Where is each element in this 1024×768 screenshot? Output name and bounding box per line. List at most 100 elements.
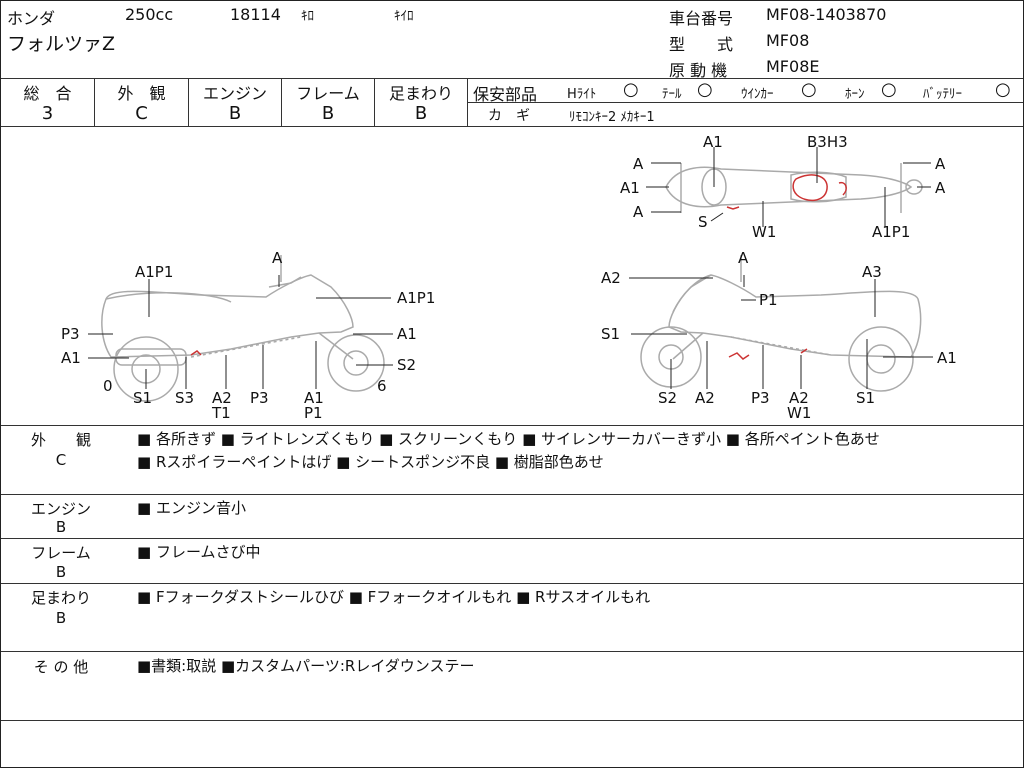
safety-item-battery: ﾊﾞｯﾃﾘｰ — [923, 87, 962, 102]
grade-exterior-value: C — [135, 103, 148, 124]
key-value: ﾘﾓｺﾝｷｰ2 ﾒｶｷｰ1 — [569, 110, 655, 125]
right-label-s2: S2 — [658, 389, 677, 407]
section-exterior-notes: ■ 各所きず ■ ライトレンズくもり ■ スクリーンくもり ■ サイレンサーカバ… — [137, 428, 880, 474]
top-label-w1: W1 — [752, 223, 776, 241]
frame-no: MF08-1403870 — [766, 5, 887, 24]
section-engine-notes: ■ エンジン音小 — [137, 497, 246, 520]
left-label-p1: P1 — [304, 404, 323, 422]
grade-frame-value: B — [321, 103, 335, 124]
safety-item-horn-status: ○ — [881, 79, 897, 100]
left-label-p3-floor: P3 — [250, 389, 269, 407]
right-label-p3: P3 — [751, 389, 770, 407]
top-label-s: S — [698, 213, 708, 231]
top-label-a-3: A — [935, 155, 946, 173]
right-label-a2-bottom: A2 — [695, 389, 715, 407]
grade-engine-value: B — [228, 103, 242, 124]
key-label: カ ギ — [488, 108, 530, 124]
left-label-s3: S3 — [175, 389, 194, 407]
mileage-type: ｷｲﾛ — [394, 9, 414, 24]
model-name: フォルツァZ — [7, 33, 116, 55]
top-label-a-4: A — [935, 179, 946, 197]
left-label-a1-bottom: A1 — [304, 389, 324, 407]
right-label-a3: A3 — [862, 263, 882, 281]
engine-label: 原 動 機 — [669, 61, 728, 80]
grade-frame-label: フレーム — [296, 84, 360, 103]
note-line: ■ Fフォークダストシールひび ■ Fフォークオイルもれ ■ Rサスオイルもれ — [137, 588, 651, 606]
safety-item-horn: ﾎｰﾝ — [845, 87, 865, 102]
section-frame-label: フレーム — [31, 544, 91, 562]
section-frame-grade: B — [55, 563, 67, 581]
left-label-6: 6 — [377, 377, 387, 395]
right-label-w1: W1 — [787, 404, 811, 422]
section-engine-label: エンジン — [30, 500, 91, 518]
note-line: ■ 各所きず ■ ライトレンズくもり ■ スクリーンくもり ■ サイレンサーカバ… — [137, 430, 880, 448]
top-label-a-2: A — [633, 203, 644, 221]
displacement: 250cc — [125, 5, 174, 24]
left-label-0: 0 — [103, 377, 113, 395]
left-label-a1-muffler: A1 — [61, 349, 81, 367]
note-line: ■ Rスポイラーペイントはげ ■ シートスポンジ不良 ■ 樹脂部色あせ — [137, 453, 604, 471]
grade-exterior-label: 外 観 — [117, 84, 166, 103]
leader-lines — [88, 147, 933, 389]
top-view-damage — [726, 174, 847, 210]
top-label-b3h3: B3H3 — [807, 133, 848, 151]
top-label-a1-left: A1 — [620, 179, 640, 197]
maker: ホンダ — [7, 9, 56, 28]
safety-label: 保安部品 — [473, 85, 538, 104]
right-label-a1-rear: A1 — [937, 349, 957, 367]
right-label-a2-floor: A2 — [789, 389, 809, 407]
section-exterior-label: 外 観 — [30, 431, 91, 449]
safety-item-battery-status: ○ — [995, 79, 1011, 100]
note-line: ■書類:取説 ■カスタムパーツ:Rレイダウンステー — [137, 657, 475, 675]
frame-no-label: 車台番号 — [669, 9, 734, 28]
top-label-a1: A1 — [703, 133, 723, 151]
grade-engine-label: エンジン — [202, 84, 267, 103]
grade-suspension-value: B — [414, 103, 428, 124]
left-label-t1: T1 — [211, 404, 231, 422]
engine-value: MF08E — [766, 57, 820, 76]
left-view-damage — [190, 350, 202, 356]
right-view-damage — [728, 348, 808, 360]
top-label-a-1: A — [633, 155, 644, 173]
safety-item-headlight: Hﾗｲﾄ — [567, 87, 597, 102]
left-label-s2: S2 — [397, 356, 416, 374]
section-frame-notes: ■ フレームさび中 — [137, 541, 261, 564]
left-label-a1p1-seat: A1P1 — [135, 263, 173, 281]
mileage-unit: ｷﾛ — [301, 9, 314, 24]
divider — [1, 78, 1023, 79]
left-label-s1: S1 — [133, 389, 152, 407]
type-value: MF08 — [766, 31, 810, 50]
left-label-p3: P3 — [61, 325, 80, 343]
right-label-s1-fork: S1 — [601, 325, 620, 343]
section-suspension-notes: ■ Fフォークダストシールひび ■ Fフォークオイルもれ ■ Rサスオイルもれ — [137, 586, 650, 609]
section-suspension-grade: B — [55, 609, 67, 627]
top-view-scooter — [665, 163, 923, 213]
left-label-a2: A2 — [212, 389, 232, 407]
right-label-p1: P1 — [759, 291, 778, 309]
section-other-label: そ の 他 — [33, 658, 89, 676]
left-label-a1p1-front: A1P1 — [397, 289, 435, 307]
right-label-a-mirror: A — [738, 249, 749, 267]
section-other-notes: ■書類:取説 ■カスタムパーツ:Rレイダウンステー — [137, 655, 474, 678]
safety-item-winker: ｳｲﾝｶｰ — [741, 87, 774, 102]
top-label-a1p1: A1P1 — [872, 223, 910, 241]
safety-item-tail-status: ○ — [697, 79, 713, 100]
left-label-a-mirror: A — [272, 249, 283, 267]
type-label: 型 式 — [669, 35, 734, 54]
safety-item-winker-status: ○ — [801, 79, 817, 100]
safety-item-headlight-status: ○ — [623, 79, 639, 100]
right-label-a2-screen: A2 — [601, 269, 621, 287]
note-line: ■ エンジン音小 — [137, 499, 246, 517]
mileage: 18114 — [230, 5, 281, 24]
grade-suspension-label: 足まわり — [388, 84, 453, 103]
note-line: ■ フレームさび中 — [137, 543, 261, 561]
left-view-scooter — [101, 255, 385, 402]
left-label-a1-fork: A1 — [397, 325, 417, 343]
section-exterior-grade: C — [55, 451, 67, 469]
safety-item-tail: ﾃｰﾙ — [662, 87, 682, 102]
grade-overall-label: 総 合 — [23, 84, 72, 103]
grade-overall-value: 3 — [41, 103, 54, 124]
section-engine-grade: B — [55, 518, 67, 536]
section-suspension-label: 足まわり — [30, 589, 91, 607]
